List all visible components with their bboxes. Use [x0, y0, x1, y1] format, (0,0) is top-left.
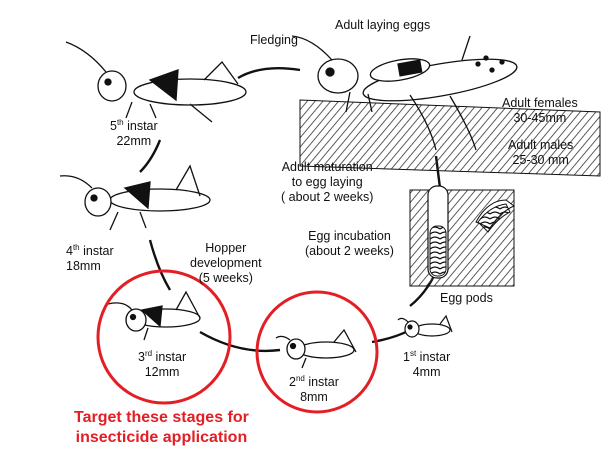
arrow-fledging	[237, 67, 301, 80]
hopper-1st-instar	[397, 314, 453, 338]
label-1st-instar: 1st instar 4mm	[403, 348, 451, 379]
label-adult-laying-eggs: Adult laying eggs	[335, 18, 431, 32]
label-egg-incubation: Egg incubation(about 2 weeks)	[305, 229, 394, 258]
target-highlights	[96, 269, 379, 414]
label-fledging: Fledging	[250, 33, 298, 47]
label-3rd-instar: 3rd instar 12mm	[138, 348, 187, 379]
egg-pod-soil	[409, 185, 515, 287]
arrow-3rd-to-2nd	[199, 330, 281, 353]
arrow-4th-to-3rd	[148, 239, 172, 291]
hopper-2nd-instar	[275, 328, 357, 369]
target-circle-3rd-instar	[96, 269, 232, 405]
hopper-4th-instar	[59, 164, 211, 231]
hopper-3rd-instar	[107, 290, 201, 341]
hopper-5th-instar	[65, 41, 247, 123]
arrow-5th-to-4th	[139, 139, 162, 173]
adult-locust-laying	[291, 35, 518, 151]
label-4th-instar: 4th instar 18mm	[66, 242, 114, 273]
arrow-2nd-to-1st	[371, 328, 411, 344]
label-egg-pods: Egg pods	[440, 291, 493, 305]
target-circle-2nd-instar	[255, 290, 379, 414]
label-2nd-instar: 2nd instar 8mm	[289, 373, 339, 404]
soil-block	[299, 99, 601, 177]
label-5th-instar: 5th instar 22mm	[110, 117, 158, 148]
